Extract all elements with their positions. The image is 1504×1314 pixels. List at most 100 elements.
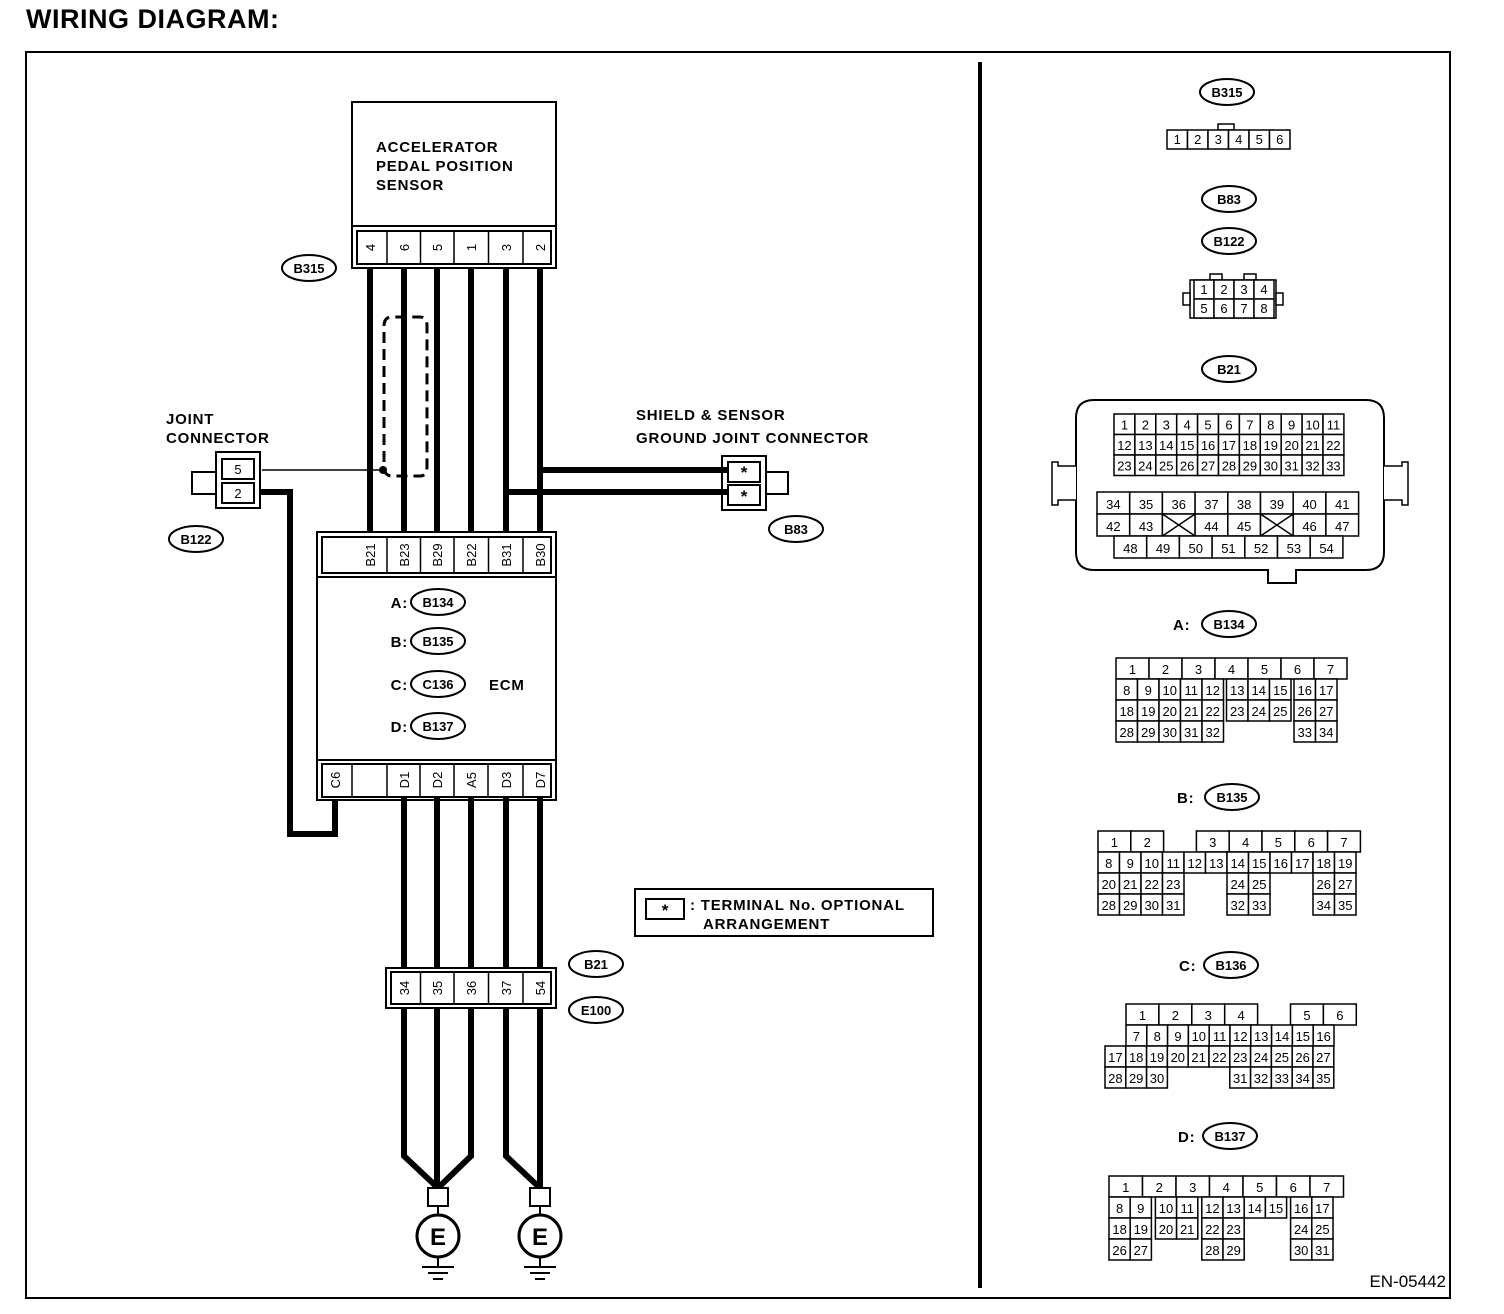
terminal-cell: 17	[1222, 438, 1236, 453]
svg-text:C:: C:	[1179, 958, 1196, 975]
terminal-cell: 10	[1159, 1201, 1173, 1216]
terminal-cell: 4	[1238, 1008, 1245, 1023]
terminal-cell: 1	[1122, 1180, 1129, 1195]
ecm-connector-tag: C:C136	[391, 670, 466, 698]
terminal-cell: 33	[1252, 898, 1266, 913]
terminal-cell: 3	[1189, 1180, 1196, 1195]
svg-text:*: *	[741, 463, 748, 482]
pin-label: 54	[533, 981, 548, 995]
terminal-cell: 8	[1116, 1201, 1123, 1216]
terminal-cell: 35	[1316, 1071, 1330, 1086]
terminal-cell: 18	[1129, 1050, 1143, 1065]
terminal-cell: 14	[1275, 1029, 1289, 1044]
svg-text:B21: B21	[584, 957, 608, 972]
terminal-cell: 14	[1231, 856, 1245, 871]
pin-label: 35	[430, 981, 445, 995]
terminal-cell: 30	[1294, 1243, 1308, 1258]
terminal-cell: 16	[1294, 1201, 1308, 1216]
terminal-cell: 15	[1269, 1201, 1283, 1216]
terminal-cell: 4	[1184, 418, 1191, 433]
terminal-cell: 20	[1159, 1222, 1173, 1237]
terminal-cell: 25	[1159, 459, 1173, 474]
terminal-cell: 18	[1317, 856, 1331, 871]
terminal-cell: 21	[1180, 1222, 1194, 1237]
ecm-connector-prefix: C:	[391, 677, 408, 694]
pin-label: 3	[499, 244, 514, 251]
terminal-cell: 3	[1195, 662, 1202, 677]
terminal-cell: 22	[1326, 438, 1340, 453]
terminal-cell: 19	[1264, 438, 1278, 453]
joint-ground-wire	[260, 489, 338, 837]
terminal-cell: 11	[1327, 418, 1341, 433]
terminal-cell: 46	[1302, 519, 1316, 534]
terminal-cell: 13	[1254, 1029, 1268, 1044]
terminal-cell: 1	[1121, 418, 1128, 433]
terminal-cell: 15	[1273, 683, 1287, 698]
terminal-cell: 21	[1184, 704, 1198, 719]
terminal-cell: 4	[1223, 1180, 1230, 1195]
terminal-cell: 23	[1226, 1222, 1240, 1237]
pin-label: D3	[499, 772, 514, 789]
terminal-cell: 11	[1180, 1201, 1194, 1216]
svg-text:B315: B315	[293, 261, 324, 276]
terminal-cell: 27	[1319, 704, 1333, 719]
terminal-cell: 3	[1240, 282, 1247, 297]
terminal-cell: 34	[1317, 898, 1331, 913]
terminal-cell: 21	[1123, 877, 1137, 892]
terminal-cell: 25	[1252, 877, 1266, 892]
connector-tag-b83: B83	[768, 515, 824, 543]
terminal-cell: 10	[1305, 418, 1319, 433]
svg-text:B:: B:	[1177, 790, 1194, 807]
terminal-cell: 17	[1319, 683, 1333, 698]
svg-text:ARRANGEMENT: ARRANGEMENT	[703, 916, 830, 933]
terminal-cell: 9	[1137, 1201, 1144, 1216]
terminal-cell: 22	[1205, 1222, 1219, 1237]
pin-label: D7	[533, 772, 548, 789]
terminal-cell: 2	[1142, 418, 1149, 433]
terminal-cell: 6	[1308, 835, 1315, 850]
terminal-cell: 30	[1264, 459, 1278, 474]
terminal-cell: 26	[1317, 877, 1331, 892]
terminal-cell: 10	[1192, 1029, 1206, 1044]
terminal-cell: 33	[1275, 1071, 1289, 1086]
terminal-cell: 43	[1139, 519, 1153, 534]
terminal-cell: 31	[1233, 1071, 1247, 1086]
ground-symbol-1: E	[415, 1187, 461, 1280]
terminal-cell: 21	[1191, 1050, 1205, 1065]
ground-symbol-2: E	[517, 1187, 563, 1280]
terminal-cell: 50	[1189, 541, 1203, 556]
terminal-cell: 45	[1237, 519, 1251, 534]
terminal-cell: 9	[1127, 856, 1134, 871]
ground-connector-block	[385, 967, 557, 1009]
pin-label: B21	[363, 543, 378, 566]
pin-label: A5	[464, 772, 479, 788]
ground-wires	[401, 797, 543, 1191]
terminal-cell: 5	[1261, 662, 1268, 677]
svg-text:PEDAL POSITION: PEDAL POSITION	[376, 158, 514, 175]
diagram-frame	[25, 51, 1451, 1299]
terminal-cell: 8	[1260, 301, 1267, 316]
svg-text:SENSOR: SENSOR	[376, 177, 444, 194]
terminal-cell: 22	[1145, 877, 1159, 892]
terminal-cell: 34	[1319, 725, 1333, 740]
terminal-cell: 34	[1106, 497, 1120, 512]
svg-text:2: 2	[234, 486, 241, 501]
terminal-cell: 31	[1166, 898, 1180, 913]
terminal-cell: 3	[1205, 1008, 1212, 1023]
svg-text:B135: B135	[1216, 790, 1247, 805]
terminal-cell: 22	[1212, 1050, 1226, 1065]
terminal-cell: 12	[1233, 1029, 1247, 1044]
terminal-cell: 53	[1287, 541, 1301, 556]
terminal-cell: 26	[1112, 1243, 1126, 1258]
connector-tag-e100: E100	[568, 996, 624, 1024]
terminal-cell: 3	[1215, 132, 1222, 147]
terminal-cell: 14	[1252, 683, 1266, 698]
ecm-connector-id: B135	[422, 634, 453, 649]
terminal-cell: 29	[1129, 1071, 1143, 1086]
terminal-cell: 6	[1290, 1180, 1297, 1195]
terminal-cell: 32	[1206, 725, 1220, 740]
svg-text:GROUND JOINT CONNECTOR: GROUND JOINT CONNECTOR	[636, 430, 869, 447]
terminal-cell: 5	[1200, 301, 1207, 316]
ecm-connector-tag: D:B137	[391, 712, 466, 740]
